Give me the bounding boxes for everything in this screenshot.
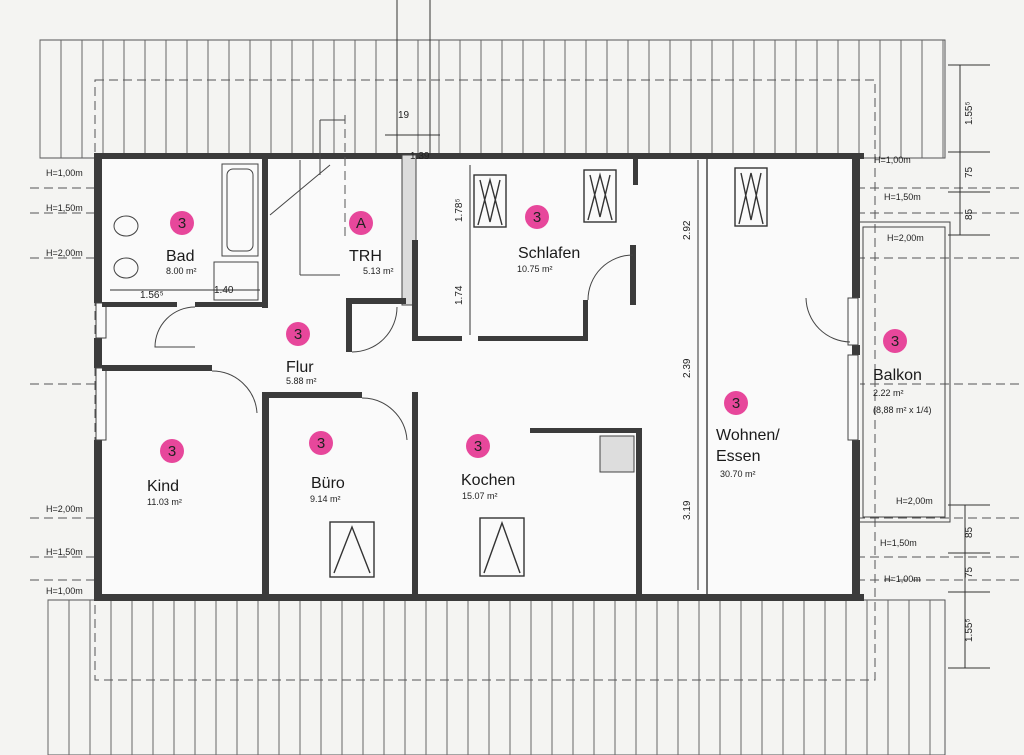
dim-right-85-top: 85 [964, 208, 975, 220]
room-buero-name: Büro [311, 475, 345, 492]
dim-right-75-bottom: 75 [964, 566, 975, 578]
badge-kochen-text: 3 [474, 438, 482, 455]
h-label-right-150-bottom: H=1,50m [880, 538, 917, 548]
dim-174: 1.74 [454, 285, 465, 305]
dim-140: 1.40 [214, 285, 234, 296]
roof-top [39, 39, 946, 159]
h-label-left-200-bottom: H=2,00m [46, 504, 83, 514]
badge-kind-text: 3 [168, 443, 176, 460]
room-wohnen: 3 Wohnen/ Essen 30.70 m² [716, 391, 780, 479]
room-buero-area: 9.14 m² [310, 494, 341, 504]
dim-239: 2.39 [682, 358, 693, 378]
dim-139: 1.39 [410, 151, 430, 162]
room-balkon-area: 2.22 m² [873, 388, 904, 398]
dim-right-85-bottom: 85 [964, 526, 975, 538]
room-kochen: 3 Kochen 15.07 m² [461, 434, 515, 501]
h-label-right-200-top: H=2,00m [887, 233, 924, 243]
room-buero: 3 Büro 9.14 m² [309, 431, 345, 504]
room-flur-area: 5.88 m² [286, 376, 317, 386]
h-label-left-200-top: H=2,00m [46, 248, 83, 258]
roof-bottom [47, 599, 946, 755]
h-label-left-150-bottom: H=1,50m [46, 547, 83, 557]
room-wohnen-area: 30.70 m² [720, 469, 756, 479]
room-trh: A TRH 5.13 m² [349, 211, 394, 276]
room-schlafen: 3 Schlafen 10.75 m² [517, 205, 580, 274]
room-balkon: 3 Balkon 2.22 m² (8,88 m² x 1/4) [873, 329, 932, 415]
h-label-left-150-top: H=1,50m [46, 203, 83, 213]
dim-right-75-top: 75 [964, 166, 975, 178]
h-label-right-100-top: H=1,00m [874, 155, 911, 165]
badge-schlafen-text: 3 [533, 209, 541, 226]
dimension-lines [110, 0, 990, 669]
room-bad: 3 Bad 8.00 m² [166, 211, 197, 276]
dim-319: 3.19 [682, 500, 693, 520]
badge-kochen [466, 434, 490, 458]
room-wohnen-name-2: Essen [716, 448, 760, 465]
badge-buero [309, 431, 333, 455]
doors [154, 254, 851, 441]
dimension-labels: 19 1.39 1.78⁵ 1.74 2.92 2.39 3.19 1.56⁵ … [140, 101, 975, 642]
room-schlafen-area: 10.75 m² [517, 264, 553, 274]
dim-right-155-top: 1.55⁵ [964, 101, 975, 125]
dim-292: 2.92 [682, 220, 693, 240]
h-label-left-100-bottom: H=1,00m [46, 586, 83, 596]
height-labels: H=1,00m H=1,50m H=2,00m H=2,00m H=1,50m … [46, 155, 933, 596]
room-balkon-note: (8,88 m² x 1/4) [873, 405, 932, 415]
badge-schlafen [525, 205, 549, 229]
room-trh-name: TRH [349, 248, 382, 265]
h-label-right-150-top: H=1,50m [884, 192, 921, 202]
dim-156: 1.56⁵ [140, 290, 164, 301]
room-balkon-name: Balkon [873, 367, 922, 384]
room-schlafen-name: Schlafen [518, 245, 580, 262]
room-bad-area: 8.00 m² [166, 266, 197, 276]
room-trh-area: 5.13 m² [363, 266, 394, 276]
room-kochen-name: Kochen [461, 472, 515, 489]
room-kind: 3 Kind 11.03 m² [147, 439, 184, 507]
room-bad-name: Bad [166, 248, 194, 265]
badge-wohnen [724, 391, 748, 415]
h-label-right-100-bottom: H=1,00m [884, 574, 921, 584]
room-kind-name: Kind [147, 478, 179, 495]
badge-buero-text: 3 [317, 435, 325, 452]
badge-balkon [883, 329, 907, 353]
dim-178: 1.78⁵ [454, 198, 465, 222]
badge-bad-text: 3 [178, 215, 186, 232]
badge-wohnen-text: 3 [732, 395, 740, 412]
walls [94, 153, 864, 601]
floor-area [97, 155, 860, 600]
skylights [329, 167, 768, 578]
badge-flur [286, 322, 310, 346]
badge-trh [349, 211, 373, 235]
room-kind-area: 11.03 m² [147, 497, 182, 507]
bathroom-fixtures [113, 163, 259, 301]
badge-kind [160, 439, 184, 463]
room-flur-name: Flur [286, 359, 314, 376]
badge-flur-text: 3 [294, 326, 302, 343]
h-label-right-200-bottom: H=2,00m [896, 496, 933, 506]
room-flur: 3 Flur 5.88 m² [286, 322, 317, 386]
dim-19: 19 [398, 110, 410, 121]
h-label-left-100-top: H=1,00m [46, 168, 83, 178]
dim-right-155-bottom: 1.55⁵ [964, 618, 975, 642]
badge-bad [170, 211, 194, 235]
badge-trh-text: A [356, 215, 366, 232]
room-kochen-area: 15.07 m² [462, 491, 498, 501]
badge-balkon-text: 3 [891, 333, 899, 350]
stair [269, 115, 346, 276]
room-wohnen-name: Wohnen/ [716, 427, 780, 444]
